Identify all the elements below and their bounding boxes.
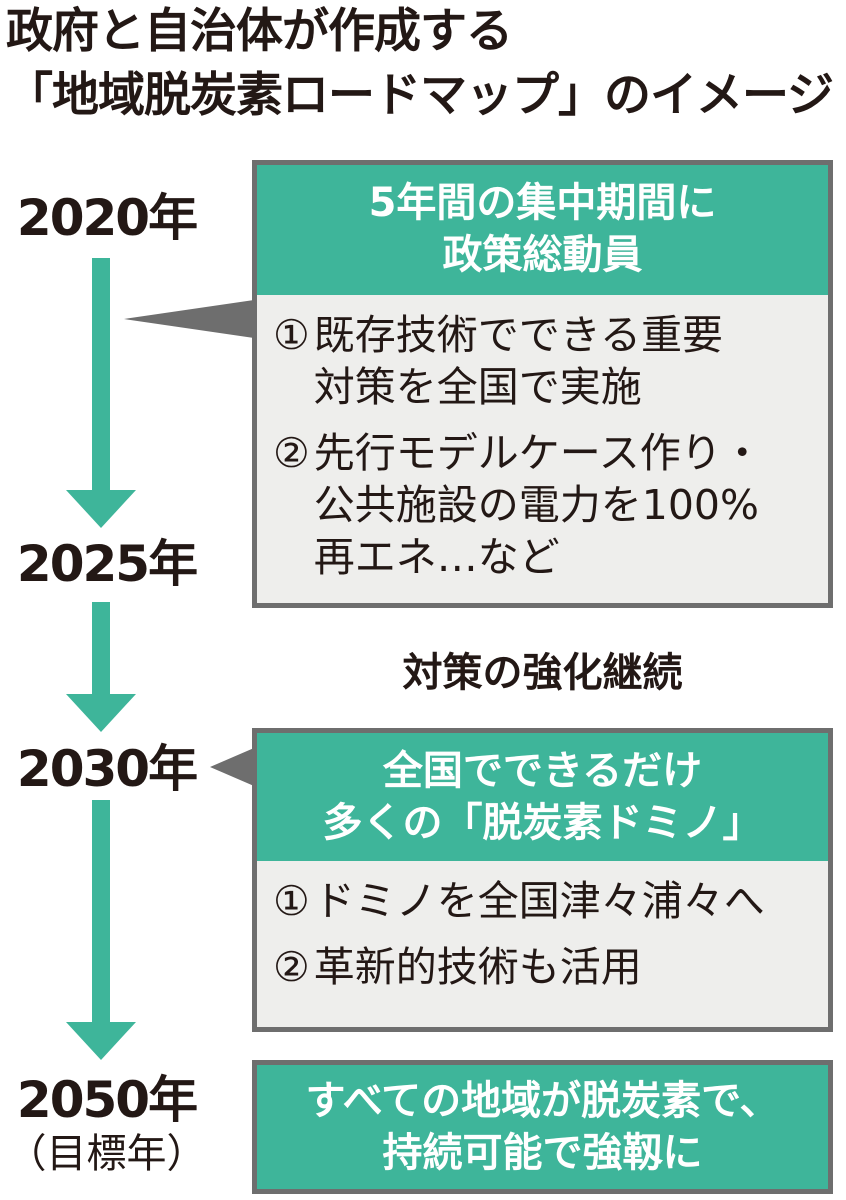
year-2030: 2030年 — [16, 740, 198, 798]
title-line-2: 「地域脱炭素ロードマップ」のイメージ — [6, 68, 834, 123]
item-number: ② — [273, 943, 310, 991]
phase2-box: 全国でできるだけ 多くの「脱炭素ドミノ」 ① ドミノを全国津々浦々へ ② 革新的… — [252, 728, 833, 1032]
list-item: ② 先行モデルケース作り・ 公共施設の電力を100% 再エネ…など — [273, 427, 820, 583]
title-line-1: 政府と自治体が作成する — [6, 4, 513, 59]
item-text: 革新的技術も活用 — [313, 943, 642, 991]
year-2050: 2050年 — [16, 1071, 198, 1129]
year-2020: 2020年 — [16, 189, 198, 247]
item-number: ① — [273, 877, 310, 925]
callout-pointer — [210, 748, 254, 786]
item-text: ドミノを全国津々浦々へ — [313, 877, 765, 925]
middle-label: 対策の強化継続 — [402, 650, 683, 696]
goal-heading: すべての地域が脱炭素で、 持続可能で強靱に — [257, 1065, 828, 1189]
list-item: ② 革新的技術も活用 — [273, 941, 820, 993]
arrow-down-icon — [66, 602, 136, 732]
callout-pointer — [124, 300, 254, 338]
list-item: ① ドミノを全国津々浦々へ — [273, 875, 820, 927]
phase2-items: ① ドミノを全国津々浦々へ ② 革新的技術も活用 — [257, 861, 828, 1017]
phase1-items: ① 既存技術でできる重要 対策を全国で実施 ② 先行モデルケース作り・ 公共施設… — [257, 295, 828, 607]
arrow-down-icon — [66, 258, 136, 528]
target-year-note: （目標年） — [6, 1131, 207, 1177]
phase1-heading: 5年間の集中期間に 政策総動員 — [257, 165, 828, 295]
item-text: 既存技術でできる重要 対策を全国で実施 — [313, 311, 723, 411]
phase1-box: 5年間の集中期間に 政策総動員 ① 既存技術でできる重要 対策を全国で実施 ② … — [252, 160, 833, 608]
goal-box: すべての地域が脱炭素で、 持続可能で強靱に — [252, 1060, 833, 1194]
item-number: ① — [273, 311, 310, 359]
item-text: 先行モデルケース作り・ 公共施設の電力を100% 再エネ…など — [313, 429, 763, 581]
item-number: ② — [273, 429, 310, 477]
arrow-down-icon — [66, 800, 136, 1060]
list-item: ① 既存技術でできる重要 対策を全国で実施 — [273, 309, 820, 413]
year-2025: 2025年 — [16, 535, 198, 593]
phase2-heading: 全国でできるだけ 多くの「脱炭素ドミノ」 — [257, 733, 828, 861]
